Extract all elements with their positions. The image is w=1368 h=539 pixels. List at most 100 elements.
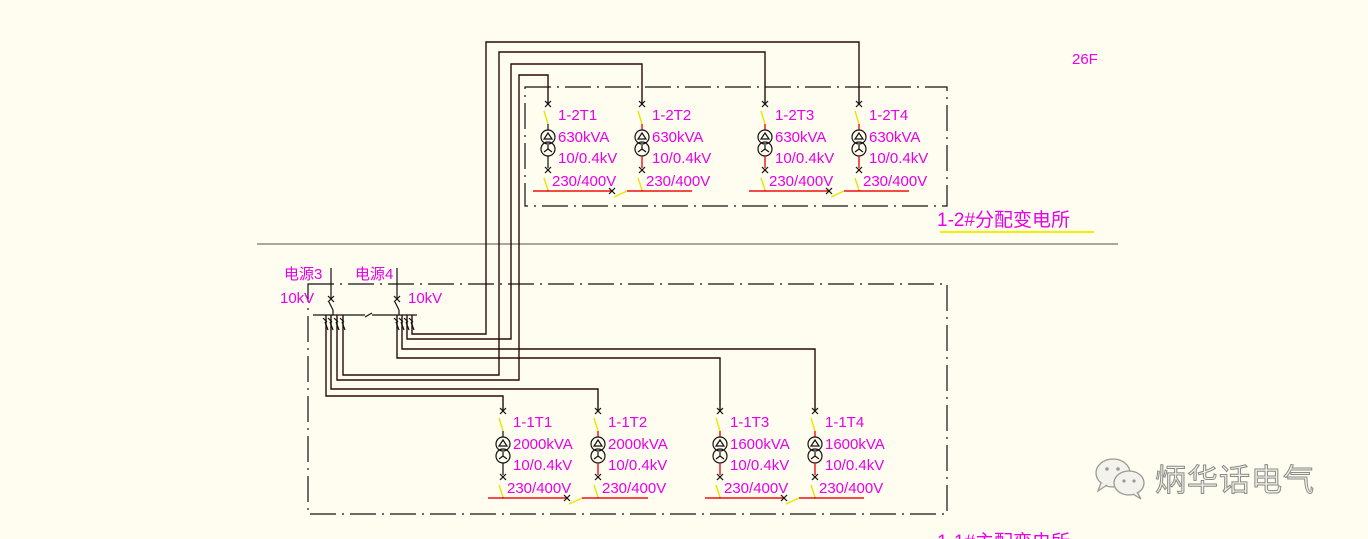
transformer-id: 1-1T1 <box>513 414 552 431</box>
transformer-id: 1-2T4 <box>869 107 908 124</box>
disconnector-icon <box>543 177 549 191</box>
transformer-delta-icon <box>634 129 650 145</box>
disconnector-icon <box>593 417 599 432</box>
transformer-1-1T1: 1-1T1 2000kVA 10/0.4kV 230/400V <box>495 407 573 498</box>
feeder-switch-icon <box>395 321 400 331</box>
transformer-capacity: 630kVA <box>558 129 609 146</box>
transformer-delta-icon <box>712 436 728 452</box>
wechat-icon <box>1095 457 1145 500</box>
source-4: 电源4 10kV <box>355 266 442 315</box>
disconnector-icon <box>810 417 816 432</box>
disconnector-icon <box>637 110 643 125</box>
feeder-breaker-icon <box>393 317 399 323</box>
breaker-icon <box>811 407 819 415</box>
bus-tie-switch-icon <box>785 497 800 505</box>
disconnector-icon <box>810 484 816 498</box>
source-4-name: 电源4 <box>355 266 393 283</box>
transformer-id: 1-1T3 <box>730 414 769 431</box>
feeder-cables <box>322 41 860 411</box>
tie-breaker-icon <box>608 187 616 195</box>
feeder-breaker-icon <box>327 317 333 323</box>
transformer-capacity: 1600kVA <box>730 436 790 453</box>
transformer-1-1T3: 1-1T3 1600kVA 10/0.4kV 230/400V <box>712 407 790 498</box>
feeder-cable-4 <box>396 315 721 411</box>
transformer-delta-icon <box>807 436 823 452</box>
feeder-cable-3 <box>401 315 816 411</box>
breaker-icon <box>544 100 552 108</box>
feeder-cable-7 <box>330 315 599 411</box>
transformer-id: 1-2T1 <box>558 107 597 124</box>
transformer-capacity: 2000kVA <box>513 436 573 453</box>
transformer-delta-icon <box>495 436 511 452</box>
feeder-switch-icon <box>405 321 410 331</box>
disconnector-icon <box>715 417 721 432</box>
feeder-switch-icon <box>341 321 346 331</box>
tie-breaker-icon <box>825 187 833 195</box>
feeder-cable-6 <box>336 74 549 381</box>
feeder-switch-icon <box>410 321 415 331</box>
disconnector-icon <box>854 177 860 191</box>
transformer-ratio: 10/0.4kV <box>513 457 572 474</box>
transformer-delta-icon <box>851 129 867 145</box>
lv-voltage: 230/400V <box>819 480 883 497</box>
disconnector-icon <box>498 417 504 432</box>
lower-transformers: 1-1T12000kVA10/0.4kV230/400V1-1T22000kVA… <box>488 407 885 505</box>
feeder-breaker-icon <box>403 317 409 323</box>
tie-breaker-icon <box>563 494 571 502</box>
feeder-breaker-icon <box>333 317 339 323</box>
breaker-icon <box>638 100 646 108</box>
disconnector-icon <box>760 110 766 125</box>
transformer-ratio: 10/0.4kV <box>825 457 884 474</box>
transformer-capacity: 630kVA <box>775 129 826 146</box>
breaker-icon <box>761 100 769 108</box>
breaker-icon <box>594 473 602 481</box>
lv-voltage: 230/400V <box>863 173 927 190</box>
disconnector-icon <box>715 484 721 498</box>
transformer-delta-icon <box>757 129 773 145</box>
feeder-switch-icon <box>324 321 329 331</box>
lv-voltage: 230/400V <box>724 480 788 497</box>
upper-substation-title: 1-2#分配变电所 <box>937 209 1070 231</box>
breaker-icon <box>544 166 552 174</box>
feeder-cable-2 <box>406 63 643 340</box>
transformer-delta-icon <box>540 129 556 145</box>
breaker-icon <box>716 473 724 481</box>
source-4-voltage: 10kV <box>408 290 442 307</box>
lv-voltage: 230/400V <box>646 173 710 190</box>
source-3: 电源3 10kV <box>280 266 335 315</box>
transformer-1-2T4: 1-2T4 630kVA 10/0.4kV 230/400V <box>851 100 928 191</box>
feeder-switch-icon <box>400 321 405 331</box>
hv-busbar <box>313 312 417 318</box>
upper-transformers: 1-2T1630kVA10/0.4kV230/400V1-2T2630kVA10… <box>533 100 928 198</box>
breaker-icon <box>855 166 863 174</box>
lv-voltage: 230/400V <box>602 480 666 497</box>
bus-tie-switch-icon <box>568 497 583 505</box>
transformer-id: 1-2T3 <box>775 107 814 124</box>
tie-breaker-icon <box>780 494 788 502</box>
transformer-delta-icon <box>590 436 606 452</box>
transformer-ratio: 10/0.4kV <box>730 457 789 474</box>
lv-voltage: 230/400V <box>507 480 571 497</box>
watermark: 炳华话电气 <box>1093 455 1315 500</box>
transformer-capacity: 630kVA <box>652 129 703 146</box>
lower-substation-title: 1-1#主配变电所 <box>937 531 1070 539</box>
watermark-text: 炳华话电气 <box>1155 463 1315 500</box>
feeder-cable-1 <box>411 41 860 335</box>
feeder-cable-8 <box>325 315 504 411</box>
breaker-icon <box>499 407 507 415</box>
transformer-capacity: 1600kVA <box>825 436 885 453</box>
upper-substation-frame <box>524 86 948 207</box>
transformer-capacity: 630kVA <box>869 129 920 146</box>
transformer-ratio: 10/0.4kV <box>869 150 928 167</box>
transformer-id: 1-2T2 <box>652 107 691 124</box>
transformer-1-1T4: 1-1T4 1600kVA 10/0.4kV 230/400V <box>807 407 885 498</box>
disconnector-icon <box>498 484 504 498</box>
feeder-breaker-icon <box>408 317 414 323</box>
floor-label: 26F <box>1072 51 1098 68</box>
transformer-id: 1-1T4 <box>825 414 864 431</box>
